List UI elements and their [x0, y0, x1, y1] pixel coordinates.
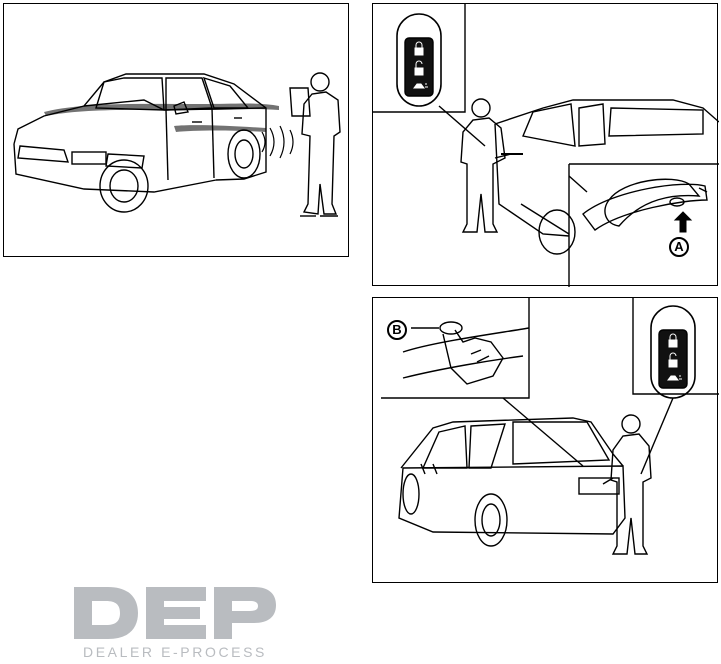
figure-approach-unlock — [3, 3, 349, 257]
car-approach-illustration — [4, 4, 350, 258]
dealer-eprocess-logo: DEALER E-PROCESS — [72, 581, 278, 661]
callout-b: B — [387, 320, 407, 340]
dep-logo-icon — [72, 581, 278, 643]
logo-tagline: DEALER E-PROCESS — [72, 644, 278, 660]
figure-door-handle-request-switch: A — [372, 3, 718, 286]
door-handle-illustration — [373, 4, 719, 287]
callout-a: A — [669, 237, 689, 257]
person-icon — [290, 73, 340, 216]
signal-waves-icon — [44, 104, 279, 133]
liftgate-illustration — [373, 298, 719, 584]
arrow-up-icon — [675, 212, 691, 232]
figure-liftgate-request-switch: B — [372, 297, 718, 583]
